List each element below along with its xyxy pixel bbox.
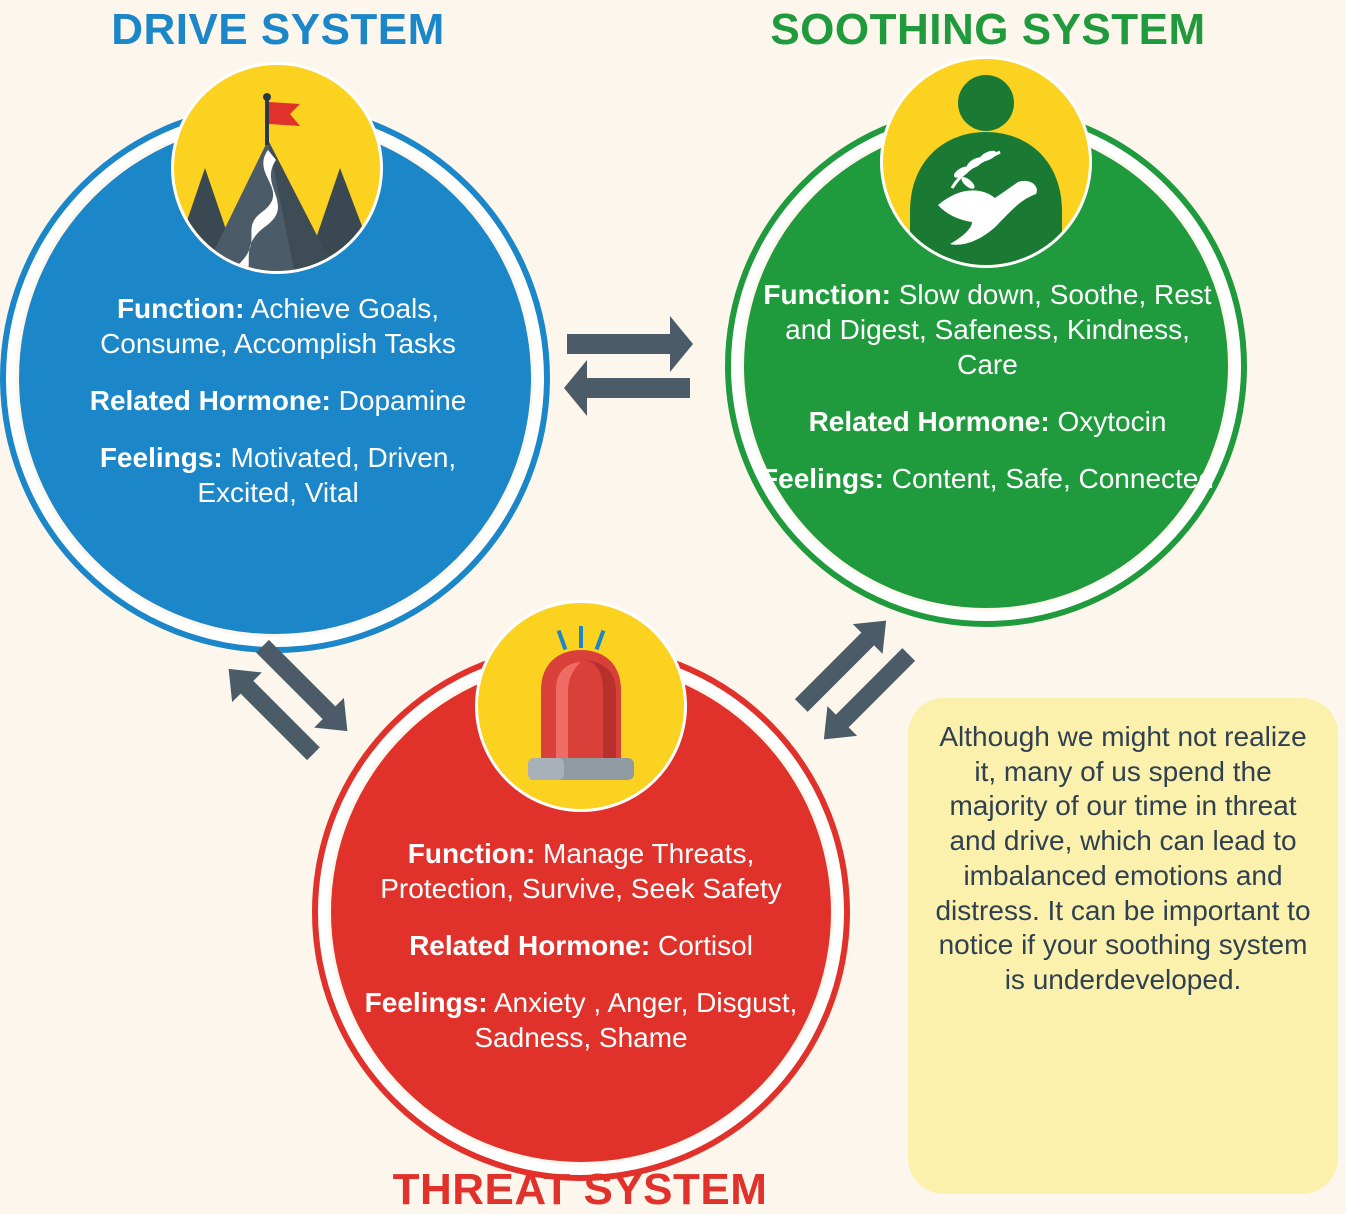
threat-function-text: Manage Threats, Protection, Survive, See… bbox=[380, 838, 782, 904]
soothing-description: Function: Slow down, Soothe, Rest and Di… bbox=[760, 277, 1215, 518]
drive-threat-arrows bbox=[228, 639, 348, 761]
drive-description: Function: Achieve Goals, Consume, Accomp… bbox=[50, 291, 506, 532]
drive-feelings-label: Feelings: bbox=[99, 442, 223, 473]
dove-icon bbox=[880, 56, 1092, 268]
threat-description: Function: Manage Threats, Protection, Su… bbox=[345, 836, 817, 1077]
soothing-hormone: Related Hormone: Oxytocin bbox=[760, 404, 1215, 439]
drive-hormone: Related Hormone: Dopamine bbox=[50, 383, 506, 418]
drive-hormone-label: Related Hormone: bbox=[89, 385, 331, 416]
threat-function: Function: Manage Threats, Protection, Su… bbox=[345, 836, 817, 906]
soothing-feelings-text: Content, Safe, Connected bbox=[883, 463, 1214, 494]
soothing-feelings-label: Feelings: bbox=[761, 463, 884, 494]
drive-feelings: Feelings: Motivated, Driven, Excited, Vi… bbox=[50, 440, 506, 510]
threat-system-title: THREAT SYSTEM bbox=[392, 1165, 768, 1214]
threat-hormone: Related Hormone: Cortisol bbox=[345, 928, 817, 963]
soothing-function-text: Slow down, Soothe, Rest and Digest, Safe… bbox=[785, 279, 1212, 380]
siren-icon bbox=[475, 600, 687, 812]
soothing-hormone-text: Oxytocin bbox=[1049, 406, 1167, 437]
note-text: Although we might not realize it, many o… bbox=[935, 721, 1311, 995]
soothing-function-label: Function: bbox=[763, 279, 891, 310]
drive-feelings-text: Motivated, Driven, Excited, Vital bbox=[197, 442, 457, 508]
soothing-system-title: SOOTHING SYSTEM bbox=[770, 5, 1206, 54]
drive-function: Function: Achieve Goals, Consume, Accomp… bbox=[50, 291, 506, 361]
threat-feelings-text: Anxiety , Anger, Disgust, Sadness, Shame bbox=[474, 987, 798, 1053]
soothing-hormone-label: Related Hormone: bbox=[808, 406, 1050, 437]
threat-feelings: Feelings: Anxiety , Anger, Disgust, Sadn… bbox=[345, 985, 817, 1055]
threat-hormone-label: Related Hormone: bbox=[409, 930, 651, 961]
soothing-feelings: Feelings: Content, Safe, Connected bbox=[760, 461, 1215, 496]
drive-system-title: DRIVE SYSTEM bbox=[111, 5, 445, 54]
drive-function-label: Function: bbox=[116, 293, 245, 324]
drive-function-text: Achieve Goals, Consume, Accomplish Tasks bbox=[100, 293, 456, 359]
soothing-threat-arrows bbox=[794, 620, 916, 740]
drive-soothing-arrows bbox=[564, 316, 693, 416]
info-note: Although we might not realize it, many o… bbox=[908, 698, 1338, 1194]
soothing-function: Function: Slow down, Soothe, Rest and Di… bbox=[760, 277, 1215, 382]
threat-hormone-text: Cortisol bbox=[650, 930, 753, 961]
threat-feelings-label: Feelings: bbox=[364, 987, 488, 1018]
threat-function-label: Function: bbox=[407, 838, 536, 869]
drive-hormone-text: Dopamine bbox=[330, 385, 467, 416]
